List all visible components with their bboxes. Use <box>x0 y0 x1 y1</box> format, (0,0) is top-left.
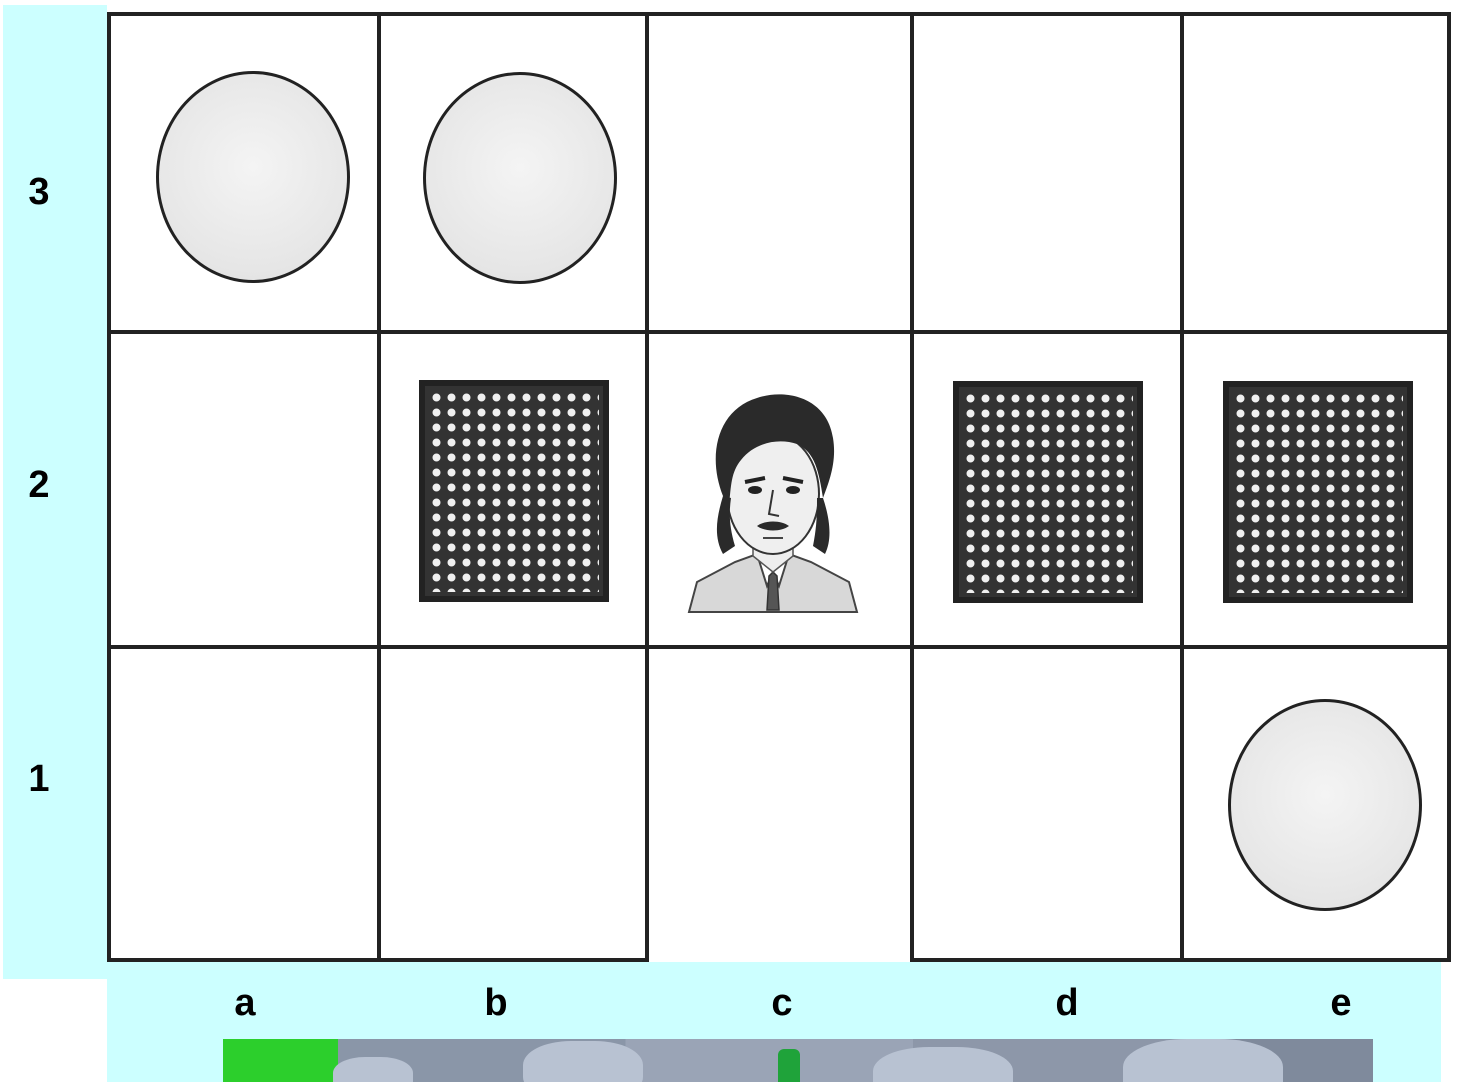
square-b3[interactable] <box>377 12 645 330</box>
circle-icon[interactable] <box>156 71 350 283</box>
rock-shape <box>1123 1039 1283 1082</box>
column-label-a: a <box>234 982 255 1025</box>
checkered-block-icon[interactable] <box>419 380 609 602</box>
row-label-3: 3 <box>27 171 51 214</box>
square-a1[interactable] <box>107 645 377 962</box>
green-post-icon <box>778 1049 800 1082</box>
square-b2[interactable] <box>377 330 645 645</box>
square-c1[interactable] <box>645 645 910 962</box>
square-e3[interactable] <box>1180 12 1451 330</box>
rock-shape <box>873 1047 1013 1082</box>
square-d3[interactable] <box>910 12 1180 330</box>
checkered-block-icon[interactable] <box>1223 381 1413 603</box>
rock-shape <box>333 1057 413 1082</box>
square-c3[interactable] <box>645 12 910 330</box>
square-b1[interactable] <box>377 645 645 962</box>
row-label-2: 2 <box>27 464 51 507</box>
circle-icon[interactable] <box>1228 699 1422 911</box>
square-a2[interactable] <box>107 330 377 645</box>
square-d1[interactable] <box>910 645 1180 962</box>
square-c2[interactable] <box>645 330 910 645</box>
square-e2[interactable] <box>1180 330 1451 645</box>
column-label-b: b <box>484 982 507 1025</box>
man-portrait-icon[interactable] <box>687 386 859 618</box>
scene-image-strip <box>223 1039 1373 1082</box>
rock-shape <box>523 1041 643 1082</box>
column-label-e: e <box>1330 982 1351 1025</box>
column-label-c: c <box>771 982 792 1025</box>
square-d2[interactable] <box>910 330 1180 645</box>
checkered-block-icon[interactable] <box>953 381 1143 603</box>
row-labels: 3 2 1 <box>3 5 107 979</box>
square-e1[interactable] <box>1180 645 1451 962</box>
game-board <box>107 12 1451 962</box>
circle-icon[interactable] <box>423 72 617 284</box>
row-label-1: 1 <box>27 758 51 801</box>
column-label-d: d <box>1055 982 1078 1025</box>
square-a3[interactable] <box>107 12 377 330</box>
